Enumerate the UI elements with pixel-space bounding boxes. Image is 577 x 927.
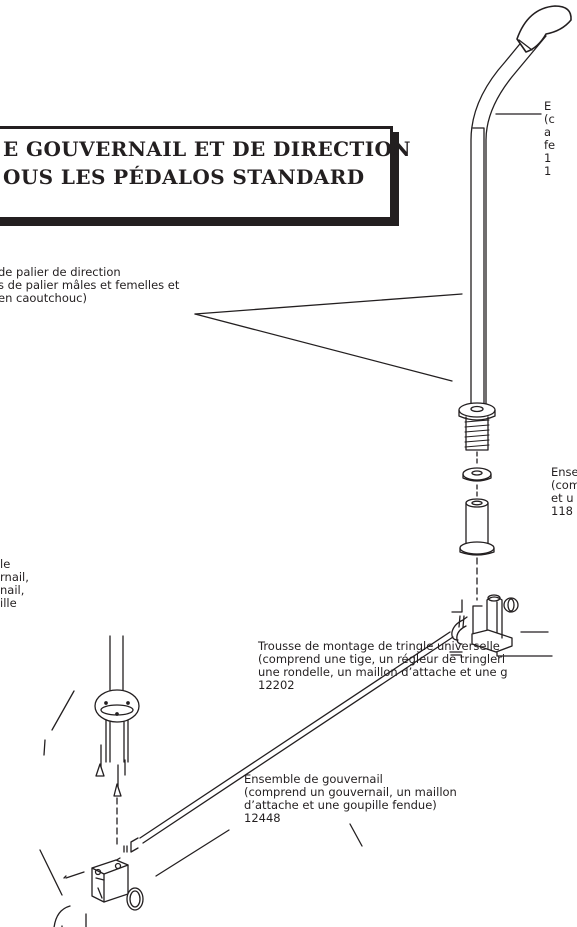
callout-line: (c bbox=[544, 112, 555, 126]
callout-line: 12202 bbox=[258, 678, 295, 692]
callout-line: et u bbox=[551, 491, 574, 505]
callout-steering-bearing: de palier de direction s de palier mâles… bbox=[0, 266, 179, 305]
callout-line: (comprend un gouvernail, un maillon bbox=[244, 785, 457, 799]
callout-line: E bbox=[544, 99, 552, 113]
steering-bearing-part bbox=[194, 293, 496, 601]
callout-line: nail, bbox=[0, 583, 25, 597]
callout-line: 1 bbox=[544, 151, 552, 165]
linkage-rod-part bbox=[109, 631, 454, 865]
callout-rudder-bearing: le rnail, nail, ille bbox=[0, 558, 29, 610]
rudder-bearing-part bbox=[43, 635, 140, 846]
rudder-assembly-part bbox=[39, 829, 230, 927]
callout-line: 12448 bbox=[244, 811, 281, 825]
tiller-arm-part bbox=[449, 594, 553, 657]
title-line-2: OUS LES PÉDALOS STANDARD bbox=[3, 165, 365, 189]
callout-line: une rondelle, un maillon d’attache et un… bbox=[258, 665, 508, 679]
callout-line: (com bbox=[551, 478, 577, 492]
callout-line: s de palier mâles et femelles et bbox=[0, 278, 180, 292]
callout-line: 118 bbox=[551, 504, 573, 518]
callout-line: a bbox=[544, 125, 552, 139]
callout-tiller-tube: E (c a fe 1 1 bbox=[544, 100, 555, 178]
title-box: E GOUVERNAIL ET DE DIRECTION OUS LES PÉD… bbox=[0, 126, 411, 220]
callout-line: rnail, bbox=[0, 570, 29, 584]
callout-line: 1 bbox=[544, 164, 552, 178]
callout-line: Ense bbox=[551, 465, 577, 479]
callout-rudder-assembly: Ensemble de gouvernail (comprend un gouv… bbox=[244, 773, 457, 825]
callout-line: fe bbox=[544, 138, 556, 152]
callout-line: le bbox=[0, 557, 11, 571]
callout-line: (comprend une tige, un régleur de tringl… bbox=[258, 652, 506, 666]
callout-line: de palier de direction bbox=[0, 265, 121, 279]
callout-line: d’attache et une goupille fendue) bbox=[244, 798, 437, 812]
callout-line: Trousse de montage de tringle universell… bbox=[258, 639, 500, 653]
tiller-tube-part bbox=[470, 5, 572, 407]
callout-line: Ensemble de gouvernail bbox=[244, 772, 383, 786]
title-line-1: E GOUVERNAIL ET DE DIRECTION bbox=[3, 137, 411, 161]
callout-line: ille bbox=[0, 596, 17, 610]
callout-line: en caoutchouc) bbox=[0, 291, 87, 305]
callout-linkage-kit: Trousse de montage de tringle universell… bbox=[258, 640, 508, 692]
callout-tiller-arm: Ense (com et u 118 bbox=[551, 466, 577, 518]
